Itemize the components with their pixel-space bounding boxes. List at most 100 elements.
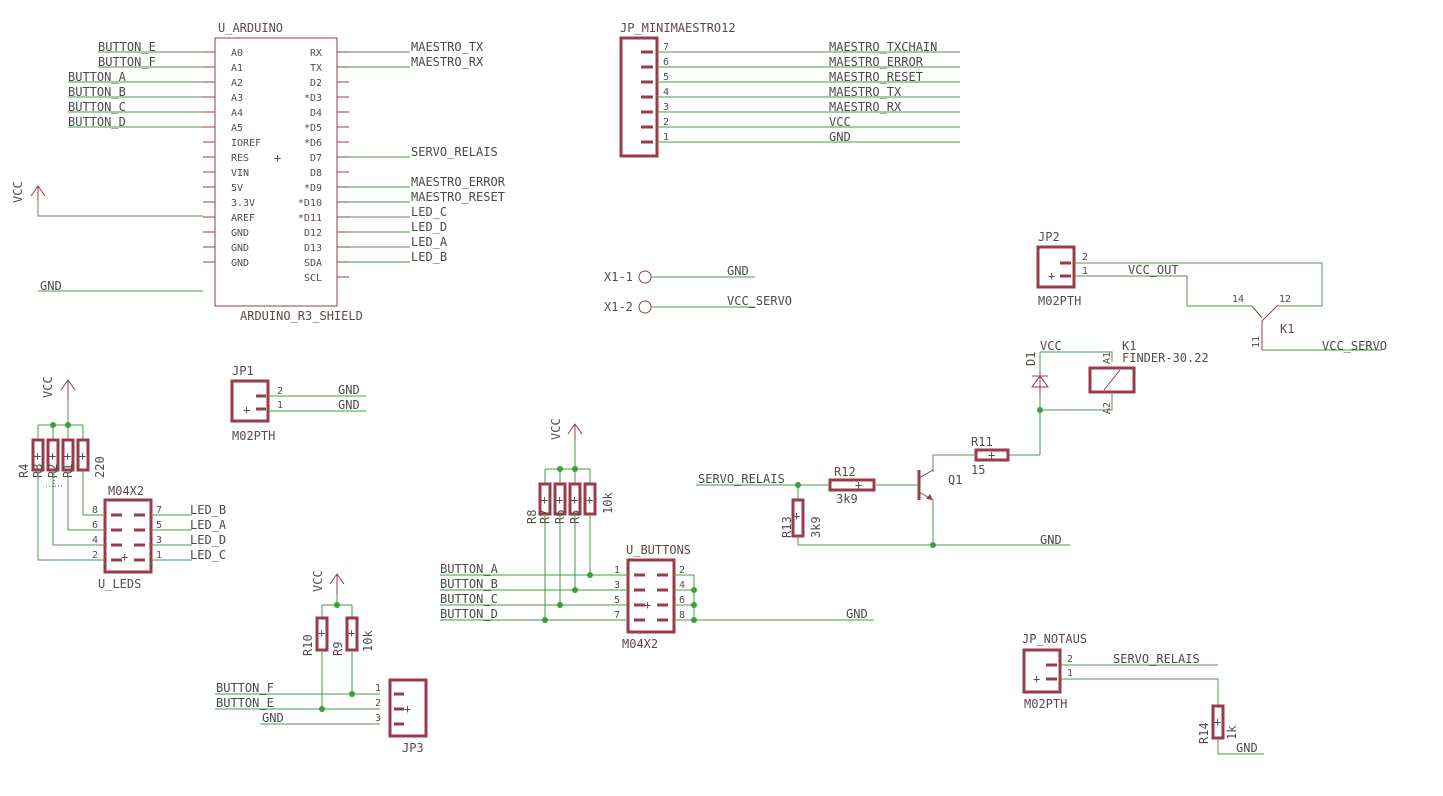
led-net-1: LED_A — [190, 518, 227, 532]
arduino-pin-d6: *D6 — [304, 138, 322, 149]
svg-text:+: + — [541, 493, 548, 507]
svg-text:+: + — [571, 493, 578, 507]
btn-net-c: BUTTON_C — [440, 592, 498, 606]
arduino-pin-a1: A1 — [231, 63, 243, 74]
notaus-gnd: GND — [1236, 741, 1258, 755]
arduino-pin-scl: SCL — [304, 273, 322, 284]
arduino-pin-a0: A0 — [231, 48, 243, 59]
svg-text:+: + — [855, 478, 862, 492]
jp3-r-value: 10k — [361, 630, 375, 652]
btn-conn-left-pin-2: 5 — [614, 595, 620, 606]
arduino-block: U_ARDUINO ARDUINO_R3_SHIELD + A0A1A2A3A4… — [11, 21, 506, 323]
relay-driver: VCC D1 A1 K1 FINDER-30.22 A2 R11 + 15 Q1… — [696, 339, 1209, 548]
driver-gnd: GND — [1040, 533, 1062, 547]
jp3-net-e: BUTTON_E — [216, 696, 274, 710]
vcc-label-ard: VCC — [11, 181, 25, 203]
notaus-value: M02PTH — [1024, 697, 1067, 711]
k1-coil-value: FINDER-30.22 — [1122, 351, 1209, 365]
net-button-a-ard: BUTTON_A — [68, 70, 127, 84]
jp1-connector: JP1 + 2 1 GND GND M02PTH — [230, 364, 366, 443]
led-conn-right-pin-2: 3 — [156, 535, 162, 546]
net-button-f-ard: BUTTON_F — [98, 55, 156, 69]
net-servo-relais-ard: SERVO_RELAIS — [411, 145, 498, 159]
led-conn-left-pin-1: 6 — [92, 520, 98, 531]
btn-r-value: 10k — [601, 492, 615, 514]
maestro-pin-2: 2 — [663, 117, 669, 128]
btn-net-d: BUTTON_D — [440, 607, 498, 621]
arduino-pin-d5: *D5 — [304, 123, 322, 134]
btn-net-b: BUTTON_B — [440, 577, 498, 591]
net-led-c-ard: LED_C — [411, 205, 447, 219]
arduino-pin-d8: D8 — [310, 168, 322, 179]
arduino-pin-gnd: GND — [231, 228, 249, 239]
btn-conn-left-pin-1: 3 — [614, 580, 620, 591]
jp2-value: M02PTH — [1038, 294, 1081, 308]
arduino-pin-d13: D13 — [304, 243, 322, 254]
net-maestro-tx-ard: MAESTRO_TX — [411, 40, 484, 54]
x1-1-label: X1-1 — [604, 270, 633, 284]
net-button-d-ard: BUTTON_D — [68, 115, 126, 129]
notaus-pin2: 2 — [1067, 654, 1073, 665]
btn-conn-left-pin-3: 7 — [614, 610, 620, 621]
btn-vcc: VCC — [549, 418, 563, 440]
led-net-3: LED_C — [190, 548, 226, 562]
notaus-pin1: 1 — [1067, 668, 1073, 679]
svg-text:+: + — [1033, 672, 1040, 686]
arduino-pin-5v: 5V — [231, 183, 243, 194]
k1-pin11: 11 — [1251, 336, 1262, 348]
btn-conn-right-pin-3: 8 — [679, 610, 685, 621]
btn-gnd: GND — [846, 607, 868, 621]
maestro-net-0: MAESTRO_TXCHAIN — [829, 40, 937, 54]
jp3-name: JP3 — [402, 741, 424, 755]
jp3-pin3: 3 — [375, 713, 381, 724]
net-maestro-error-ard: MAESTRO_ERROR — [411, 175, 506, 189]
maestro-net-3: MAESTRO_TX — [829, 85, 902, 99]
jp1-pin1: 1 — [277, 400, 283, 411]
svg-text:+: + — [318, 626, 325, 640]
gnd-label-ard: GND — [40, 279, 62, 293]
arduino-pin-gnd: GND — [231, 258, 249, 269]
r11-name: R11 — [971, 435, 993, 449]
svg-text:+: + — [644, 598, 651, 612]
svg-text:+: + — [49, 449, 56, 463]
net-servo-relais-driver: SERVO_RELAIS — [698, 472, 785, 486]
svg-text:+: + — [793, 509, 800, 523]
led-conn-left-pin-3: 2 — [92, 550, 98, 561]
net-led-d-ard: LED_D — [411, 220, 447, 234]
net-button-b-ard: BUTTON_B — [68, 85, 126, 99]
led-conn-left-pin-0: 8 — [92, 505, 98, 516]
svg-text:+: + — [556, 493, 563, 507]
jp2-relay-switch: JP2 + 2 1 M02PTH VCC_OUT 14 12 K1 11 VCC… — [1036, 230, 1387, 353]
arduino-pin-aref: AREF — [231, 213, 255, 224]
k1-coil-label: K1 — [1122, 339, 1136, 353]
arduino-pin-d3: *D3 — [304, 93, 322, 104]
arduino-pin-a4: A4 — [231, 108, 243, 119]
maestro-net-4: MAESTRO_RX — [829, 100, 902, 114]
svg-text:+: + — [586, 493, 593, 507]
btn-conn-value: M04X2 — [622, 637, 658, 651]
svg-text:+: + — [348, 626, 355, 640]
maestro-pin-5: 5 — [663, 72, 669, 83]
k1-a2: A2 — [1102, 402, 1113, 414]
arduino-pin-ioref: IOREF — [231, 138, 261, 149]
r14-name: R14 — [1197, 722, 1211, 744]
jp1-pin2: 2 — [277, 386, 283, 397]
jp3-net-gnd: GND — [262, 711, 284, 725]
maestro-pin-1: 1 — [663, 132, 669, 143]
r10-name: R10 — [301, 634, 315, 656]
jp3-pin1: 1 — [375, 683, 381, 694]
net-led-a-ard: LED_A — [411, 235, 448, 249]
arduino-pin-a5: A5 — [231, 123, 243, 134]
r9-name: R9 — [331, 642, 345, 656]
k1-vcc-servo: VCC_SERVO — [1322, 339, 1387, 353]
btn-conn-left-pin-0: 1 — [614, 565, 620, 576]
jp2-pin1: 1 — [1082, 266, 1088, 277]
notaus-name: JP_NOTAUS — [1022, 632, 1087, 646]
maestro-pin-6: 6 — [663, 57, 669, 68]
svg-text:+: + — [404, 702, 411, 716]
x1-gnd: GND — [727, 264, 749, 278]
